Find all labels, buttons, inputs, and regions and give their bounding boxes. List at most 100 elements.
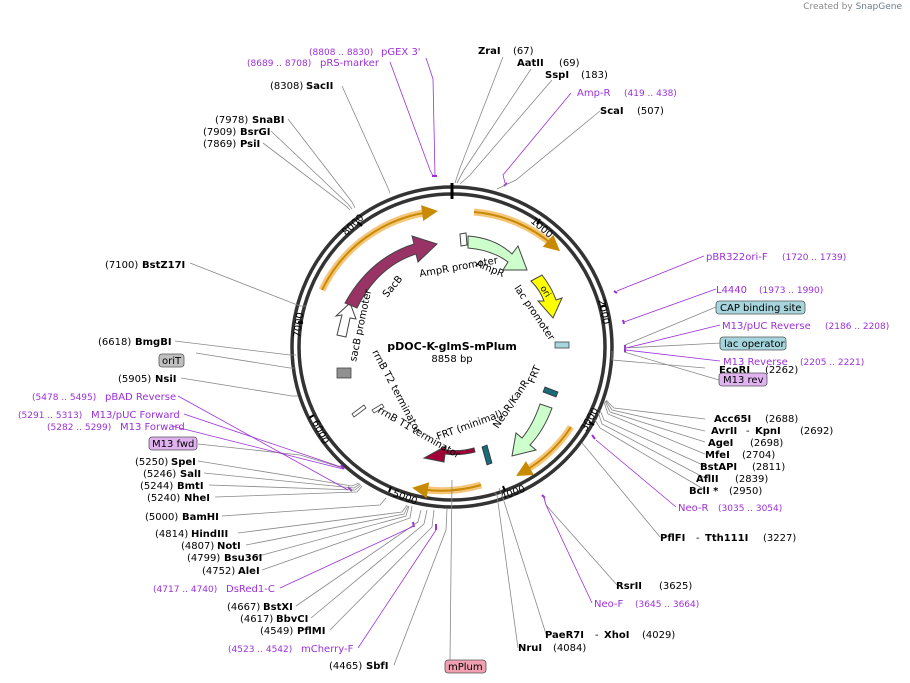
- enzyme-sbfi-pos: (4465): [329, 661, 362, 672]
- lac-operator-box: [719, 336, 787, 351]
- enzyme-rsrii: RsrII: [616, 581, 642, 592]
- enzyme-snabi-pos: (7978): [215, 115, 248, 126]
- lac-operator-label: lac operator: [724, 339, 785, 350]
- enzyme-psii: PsiI: [240, 139, 260, 150]
- tick-marks: [297, 218, 607, 493]
- primer-m13-reverse: M13 Reverse: [723, 357, 788, 368]
- primer-mcherry-f-range: (4523 .. 4542): [228, 645, 292, 655]
- enzyme-pflfi: PflFI: [660, 533, 685, 544]
- enzyme-sacii: SacII: [306, 81, 333, 92]
- orf-line-2: [321, 205, 438, 291]
- enzyme-bstapi-pos: (2811): [752, 462, 785, 473]
- credit-brand: SnapGene: [855, 2, 902, 12]
- mplum-arrow: [422, 445, 476, 463]
- primer-mark: [613, 290, 618, 294]
- enzyme-sbfi: SbfI: [366, 661, 388, 672]
- enzyme-spei-pos: (5250): [135, 457, 168, 468]
- enzyme-kpni: KpnI: [755, 426, 781, 437]
- snapgene-credit: Created by SnapGene: [803, 2, 902, 12]
- primer-neo-f-range: (3645 .. 3664): [635, 600, 699, 610]
- feature-label-neor: NeoR/KanR: [491, 378, 531, 431]
- primer-dsred1-c: DsRed1-C: [226, 584, 275, 595]
- enzyme-aatii: AatII: [517, 58, 544, 69]
- enzyme-bcli: BclI *: [689, 486, 719, 497]
- enzyme-bmti-pos: (5244): [140, 481, 173, 492]
- enzyme-tth111i: Tth111I: [705, 533, 748, 544]
- enzyme-scai-pos: (507): [637, 106, 664, 117]
- enzyme-kpni-pos: (2692): [800, 426, 833, 437]
- primer-pbad-reverse-range: (5478 .. 5495): [32, 393, 96, 403]
- tick-mark: [357, 221, 363, 227]
- enzyme-bmti: BmtI: [177, 481, 204, 492]
- orf-arcs: [318, 205, 574, 499]
- primer-neo-r: Neo-R: [678, 503, 709, 514]
- primer-pbr322ori-f-range: (1720 .. 1739): [782, 253, 846, 263]
- enzyme-bstapi: BstAPI: [700, 462, 737, 473]
- enzyme-sacii-pos: (8308): [270, 81, 303, 92]
- enzyme-bmgbi: BmgBI: [135, 337, 172, 348]
- enzyme-bamhi: BamHI: [182, 512, 219, 523]
- tick-label-3000: 3000: [579, 406, 601, 434]
- enzyme-labels: ZraI (67) AatII (69) SspI (183) ScaI (50…: [98, 46, 833, 672]
- plasmid-name: pDOC-K-glmS-mPlum: [387, 340, 517, 353]
- primer-neo-r-range: (3035 .. 3054): [718, 504, 782, 514]
- enzyme-avrii-sep: -: [746, 426, 750, 437]
- enzyme-aflii: AflII: [696, 474, 719, 485]
- sacb-promoter-arrow: [334, 302, 357, 338]
- enzyme-nhei: NheI: [184, 493, 210, 504]
- tick-label-5000: 5000: [391, 488, 419, 507]
- rrnb-t2-arrow: [351, 404, 367, 418]
- leader-lines: [171, 56, 722, 666]
- enzyme-bsu36i-pos: (4799): [187, 553, 220, 564]
- enzyme-avrii: AvrII: [711, 426, 737, 437]
- primer-mcherry-f: mCherry-F: [301, 644, 354, 655]
- primer-m13puc-forward: M13/pUC Forward: [91, 410, 180, 421]
- primer-m13-forward-range: (5282 .. 5299): [47, 423, 111, 433]
- ori-arrow: [530, 274, 563, 319]
- primer-dsred1-c-range: (4717 .. 4740): [153, 585, 217, 595]
- lac-promoter-box: [554, 341, 570, 349]
- credit-prefix: Created by: [803, 2, 853, 12]
- primer-m13puc-reverse-range: (2186 .. 2208): [825, 322, 889, 332]
- enzyme-sspi: SspI: [545, 70, 569, 81]
- primer-m13-forward: M13 Forward: [120, 422, 185, 433]
- enzyme-scai: ScaI: [600, 106, 624, 117]
- feature-label-sacb: SacB: [381, 274, 405, 300]
- enzyme-nhei-pos: (5240): [147, 493, 180, 504]
- primer-l4440-range: (1973 .. 1990): [759, 286, 823, 296]
- mplum-box: [444, 659, 487, 674]
- enzyme-bstz17i-pos: (7100): [105, 260, 138, 271]
- enzyme-bsrgi: BsrGI: [240, 127, 270, 138]
- primer-pbad-reverse: pBAD Reverse: [105, 392, 176, 403]
- primer-labels: (8808 .. 8830) pGEX 3' (8689 .. 8708) pR…: [18, 47, 889, 655]
- enzyme-bstz17i: BstZ17I: [142, 260, 185, 271]
- primer-mark: [622, 319, 625, 325]
- enzyme-nsii: NsiI: [155, 374, 176, 385]
- boxed-labels: CAP binding site lac operator M13 rev or…: [148, 300, 806, 674]
- enzyme-zrai: ZraI: [478, 46, 501, 57]
- tick-label-6000: 6000: [309, 418, 330, 446]
- enzyme-xhoi: XhoI: [604, 630, 629, 641]
- tick-mark: [308, 414, 315, 419]
- enzyme-rsrii-pos: (3625): [659, 581, 692, 592]
- primer-m13puc-forward-range: (5291 .. 5313): [18, 411, 82, 421]
- enzyme-pflmi: PflMI: [297, 626, 325, 637]
- cap-binding-box: [715, 300, 806, 315]
- orit-label: oriT: [162, 356, 182, 367]
- orf-line-3: [516, 426, 572, 476]
- cap-binding-label: CAP binding site: [720, 303, 802, 314]
- tick-label-2000: 2000: [595, 298, 611, 325]
- primer-l4440: L4440: [716, 285, 747, 296]
- enzyme-bbvci: BbvCI: [276, 614, 308, 625]
- sacb-arrow: [344, 235, 438, 309]
- enzyme-ecori: EcoRI: [719, 365, 750, 376]
- tick-mark: [388, 486, 392, 493]
- enzyme-aatii-pos: (69): [559, 58, 580, 69]
- primer-prs-marker-range: (8689 .. 8708): [247, 59, 311, 69]
- primer-amp-r-range: (419 .. 438): [624, 89, 677, 99]
- enzyme-bsu36i: Bsu36I: [224, 553, 262, 564]
- neor-arrow: [511, 403, 553, 457]
- enzyme-bsrgi-pos: (7909): [203, 127, 236, 138]
- mplum-label: mPlum: [448, 662, 483, 673]
- enzyme-bmgbi-pos: (6618): [98, 337, 131, 348]
